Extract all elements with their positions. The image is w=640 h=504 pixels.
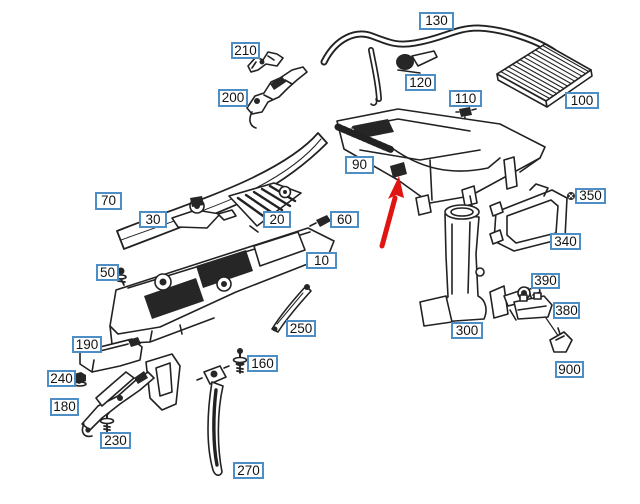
part-label-210[interactable]: 210 xyxy=(231,42,260,59)
part-label-text: 10 xyxy=(313,252,330,268)
part-label-190[interactable]: 190 xyxy=(72,336,102,353)
part-label-text: 180 xyxy=(53,399,76,415)
part-drawing-90-cover xyxy=(334,108,546,216)
part-drawing-300-duct xyxy=(419,204,487,327)
part-label-70[interactable]: 70 xyxy=(95,192,122,210)
part-label-240[interactable]: 240 xyxy=(47,370,76,387)
part-drawing-160-screw xyxy=(232,348,248,374)
part-label-300[interactable]: 300 xyxy=(451,322,483,339)
part-label-text: 190 xyxy=(75,336,99,352)
part-label-text: 110 xyxy=(454,90,477,106)
part-label-text: 200 xyxy=(221,90,245,106)
part-label-380[interactable]: 380 xyxy=(553,302,580,319)
part-drawing-270-strip xyxy=(196,365,230,476)
part-label-180[interactable]: 180 xyxy=(50,398,79,416)
part-drawing-380-sensor xyxy=(509,292,553,321)
part-label-text: 130 xyxy=(425,13,448,29)
part-label-text: 30 xyxy=(145,211,161,227)
part-drawing-130-seal xyxy=(320,24,558,106)
part-label-270[interactable]: 270 xyxy=(233,462,264,479)
part-label-text: 340 xyxy=(554,233,577,249)
part-drawing-340-frame xyxy=(489,183,568,252)
part-label-text: 900 xyxy=(558,361,581,377)
part-drawing-60-clip xyxy=(309,215,331,227)
pointer-arrow xyxy=(379,176,404,249)
part-label-text: 380 xyxy=(555,302,578,318)
part-drawing-350-screw xyxy=(567,192,575,200)
part-drawing-210-bracket xyxy=(247,51,284,73)
part-label-30[interactable]: 30 xyxy=(139,211,167,228)
part-label-100[interactable]: 100 xyxy=(565,92,599,109)
part-label-text: 250 xyxy=(289,320,313,336)
part-label-text: 390 xyxy=(534,273,557,289)
part-label-250[interactable]: 250 xyxy=(286,320,316,337)
part-label-text: 270 xyxy=(237,462,260,478)
part-label-text: 240 xyxy=(50,370,73,386)
part-label-90[interactable]: 90 xyxy=(345,156,374,174)
part-drawing-30-nozzle xyxy=(171,196,237,229)
part-drawing-10-cowl xyxy=(109,227,335,345)
part-label-text: 120 xyxy=(409,74,432,90)
part-drawing-190-bracket xyxy=(79,337,143,373)
part-label-text: 50 xyxy=(99,264,116,280)
part-drawing-100-filter xyxy=(496,43,593,108)
part-label-20[interactable]: 20 xyxy=(263,211,291,228)
part-label-text: 100 xyxy=(570,92,594,108)
part-label-900[interactable]: 900 xyxy=(555,361,584,378)
leader-line-380-900 xyxy=(545,317,560,338)
part-label-text: 350 xyxy=(579,188,602,204)
part-label-text: 70 xyxy=(100,193,117,209)
part-label-text: 300 xyxy=(455,322,479,338)
part-label-390[interactable]: 390 xyxy=(531,273,560,289)
part-label-350[interactable]: 350 xyxy=(575,188,606,204)
part-label-10[interactable]: 10 xyxy=(306,252,337,269)
part-drawing-200-hinge xyxy=(246,66,308,129)
part-label-110[interactable]: 110 xyxy=(449,90,482,107)
part-label-text: 160 xyxy=(251,355,274,371)
part-label-text: 60 xyxy=(336,211,353,227)
part-label-120[interactable]: 120 xyxy=(405,74,436,91)
part-label-text: 90 xyxy=(351,157,368,173)
part-label-160[interactable]: 160 xyxy=(247,355,278,372)
part-drawing-900-connector xyxy=(549,327,573,353)
part-label-200[interactable]: 200 xyxy=(218,89,248,107)
part-label-text: 230 xyxy=(104,432,127,448)
part-drawing-250-strip xyxy=(271,284,312,333)
part-label-130[interactable]: 130 xyxy=(419,12,454,30)
part-label-230[interactable]: 230 xyxy=(100,432,131,449)
part-label-text: 210 xyxy=(234,42,257,58)
part-drawing-120-bracket xyxy=(396,50,438,74)
part-label-60[interactable]: 60 xyxy=(330,211,359,228)
part-label-50[interactable]: 50 xyxy=(96,264,119,281)
part-label-340[interactable]: 340 xyxy=(550,233,581,250)
part-drawing-20-grille xyxy=(228,182,302,233)
part-label-text: 20 xyxy=(269,211,285,227)
part-drawing-180-lever xyxy=(81,353,181,438)
